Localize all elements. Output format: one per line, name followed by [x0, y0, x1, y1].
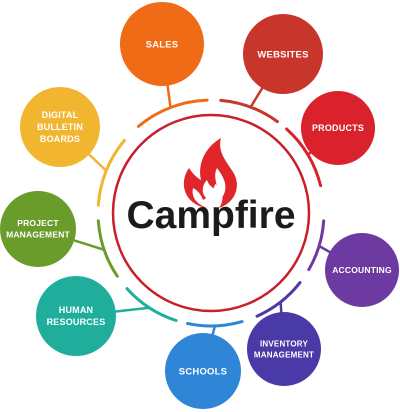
- flame-icon: [183, 138, 237, 208]
- schools-label-line: SCHOOLS: [179, 366, 227, 377]
- brand-wordmark: Campfire: [126, 194, 295, 237]
- node-schools: SCHOOLS: [165, 333, 241, 409]
- hub-ring: [111, 113, 311, 313]
- websites-circle: [243, 14, 323, 94]
- human-resources-label-line: RESOURCES: [47, 317, 106, 327]
- schools-circle: [165, 333, 241, 409]
- inventory-management-circle: [247, 312, 321, 386]
- accounting-connector-arc: [307, 219, 326, 271]
- node-sales: SALES: [120, 2, 204, 86]
- project-management-label-line: PROJECT: [17, 218, 59, 228]
- websites-label-line: WEBSITES: [257, 49, 308, 60]
- products-circle: [301, 91, 375, 165]
- inventory-management-label-line: INVENTORY: [260, 339, 308, 348]
- connector-arcs: [73, 84, 331, 336]
- digital-bulletin-boards-label-line: DIGITAL: [42, 110, 79, 120]
- digital-bulletin-boards-connector-line: [87, 153, 108, 172]
- hub: Campfire: [111, 113, 311, 313]
- flame-inner-shape: [202, 168, 226, 201]
- human-resources-label-line: HUMAN: [59, 305, 94, 315]
- inventory-management-label-line: MANAGEMENT: [254, 350, 314, 359]
- schools-connector-line: [211, 324, 217, 336]
- accounting-connector-line: [317, 244, 331, 254]
- project-management-circle: [0, 191, 76, 267]
- node-products: PRODUCTS: [301, 91, 375, 165]
- accounting-circle: [325, 233, 399, 307]
- sales-label-line: SALES: [146, 39, 179, 50]
- inventory-management-connector-line: [279, 300, 283, 314]
- node-human-resources: HUMAN RESOURCES: [36, 276, 116, 356]
- digital-bulletin-boards-label-line: BOARDS: [40, 134, 80, 144]
- accounting-label-line: ACCOUNTING: [332, 265, 392, 275]
- human-resources-connector-line: [114, 306, 151, 313]
- digital-bulletin-boards-circle: [20, 87, 100, 167]
- products-label-line: PRODUCTS: [312, 123, 364, 133]
- websites-connector-line: [249, 86, 264, 109]
- node-accounting: ACCOUNTING: [325, 233, 399, 307]
- project-management-label-line: MANAGEMENT: [6, 230, 70, 240]
- project-management-connector-line: [73, 239, 106, 252]
- node-websites: WEBSITES: [243, 14, 323, 94]
- node-inventory-management: INVENTORY MANAGEMENT: [247, 312, 321, 386]
- human-resources-circle: [36, 276, 116, 356]
- sales-circle: [120, 2, 204, 86]
- node-digital-bulletin-boards: DIGITAL BULLETIN BOARDS: [20, 87, 100, 167]
- digital-bulletin-boards-label-line: BULLETIN: [37, 122, 83, 132]
- node-project-management: PROJECT MANAGEMENT: [0, 191, 76, 267]
- sales-connector-line: [166, 84, 172, 109]
- products-connector-line: [306, 151, 312, 157]
